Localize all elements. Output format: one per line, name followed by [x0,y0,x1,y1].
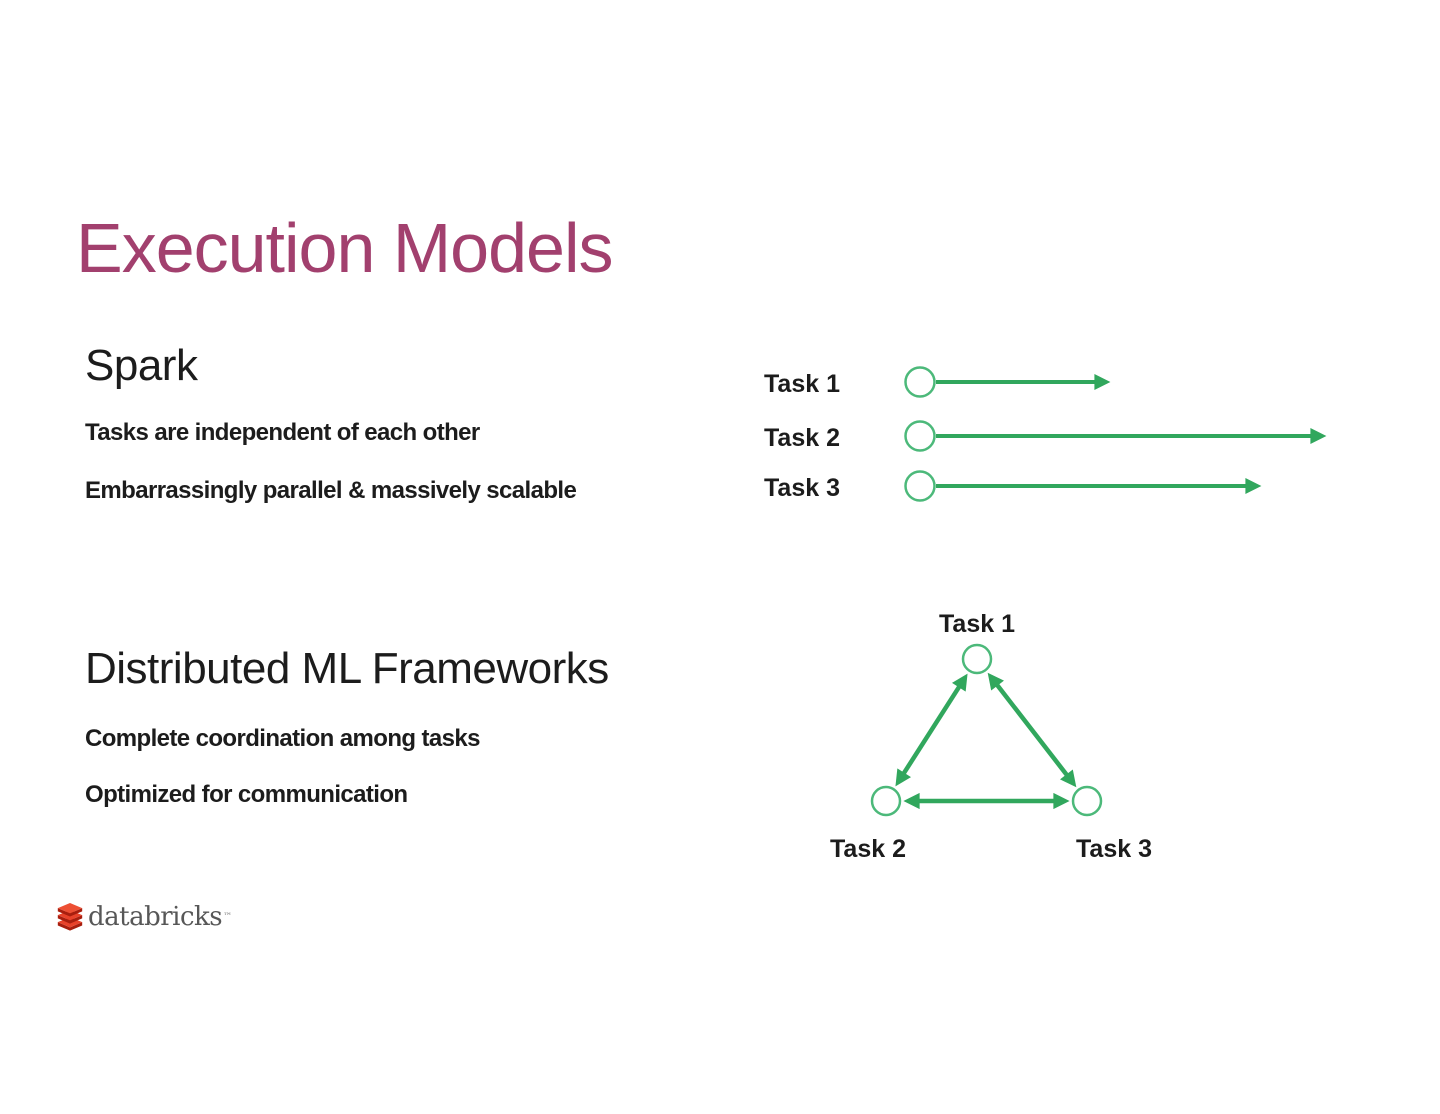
task1-node-circle [904,366,936,398]
section-heading-distributed-ml: Distributed ML Frameworks [85,644,609,693]
triangle-task1-node-circle [961,643,993,675]
task3-node-circle [904,470,936,502]
task1-row-label: Task 1 [764,370,840,398]
triangle-task3-node-circle [1071,785,1103,817]
task2-row-label: Task 2 [764,424,840,452]
spark-bullet-2: Embarrassingly parallel & massively scal… [85,477,577,504]
trademark-symbol: ™ [223,912,233,922]
spark-bullet-1: Tasks are independent of each other [85,419,480,446]
dml-bullet-1: Complete coordination among tasks [85,725,481,752]
databricks-logo: databricks ™ [55,902,232,932]
databricks-bricks-icon [57,902,83,931]
dml-bullet-2: Optimized for communication [85,781,408,808]
triangle-task1-label: Task 1 [939,610,1015,638]
triangle-coordination-diagram: Task 1 Task 2 Task 3 [830,610,1152,863]
edge-task1-task3 [987,672,1077,788]
triangle-task2-node-circle [870,785,902,817]
task2-node-circle [904,420,936,452]
databricks-wordmark: databricks [88,902,223,932]
section-heading-spark: Spark [85,341,198,390]
edge-task1-task2 [895,673,968,787]
triangle-task3-label: Task 3 [1076,835,1152,863]
spark-timeline-diagram: Task 1 Task 2 Task 3 [764,366,1327,502]
slide-title: Execution Models [76,209,614,287]
task3-row-label: Task 3 [764,474,840,502]
triangle-task2-label: Task 2 [830,835,906,863]
